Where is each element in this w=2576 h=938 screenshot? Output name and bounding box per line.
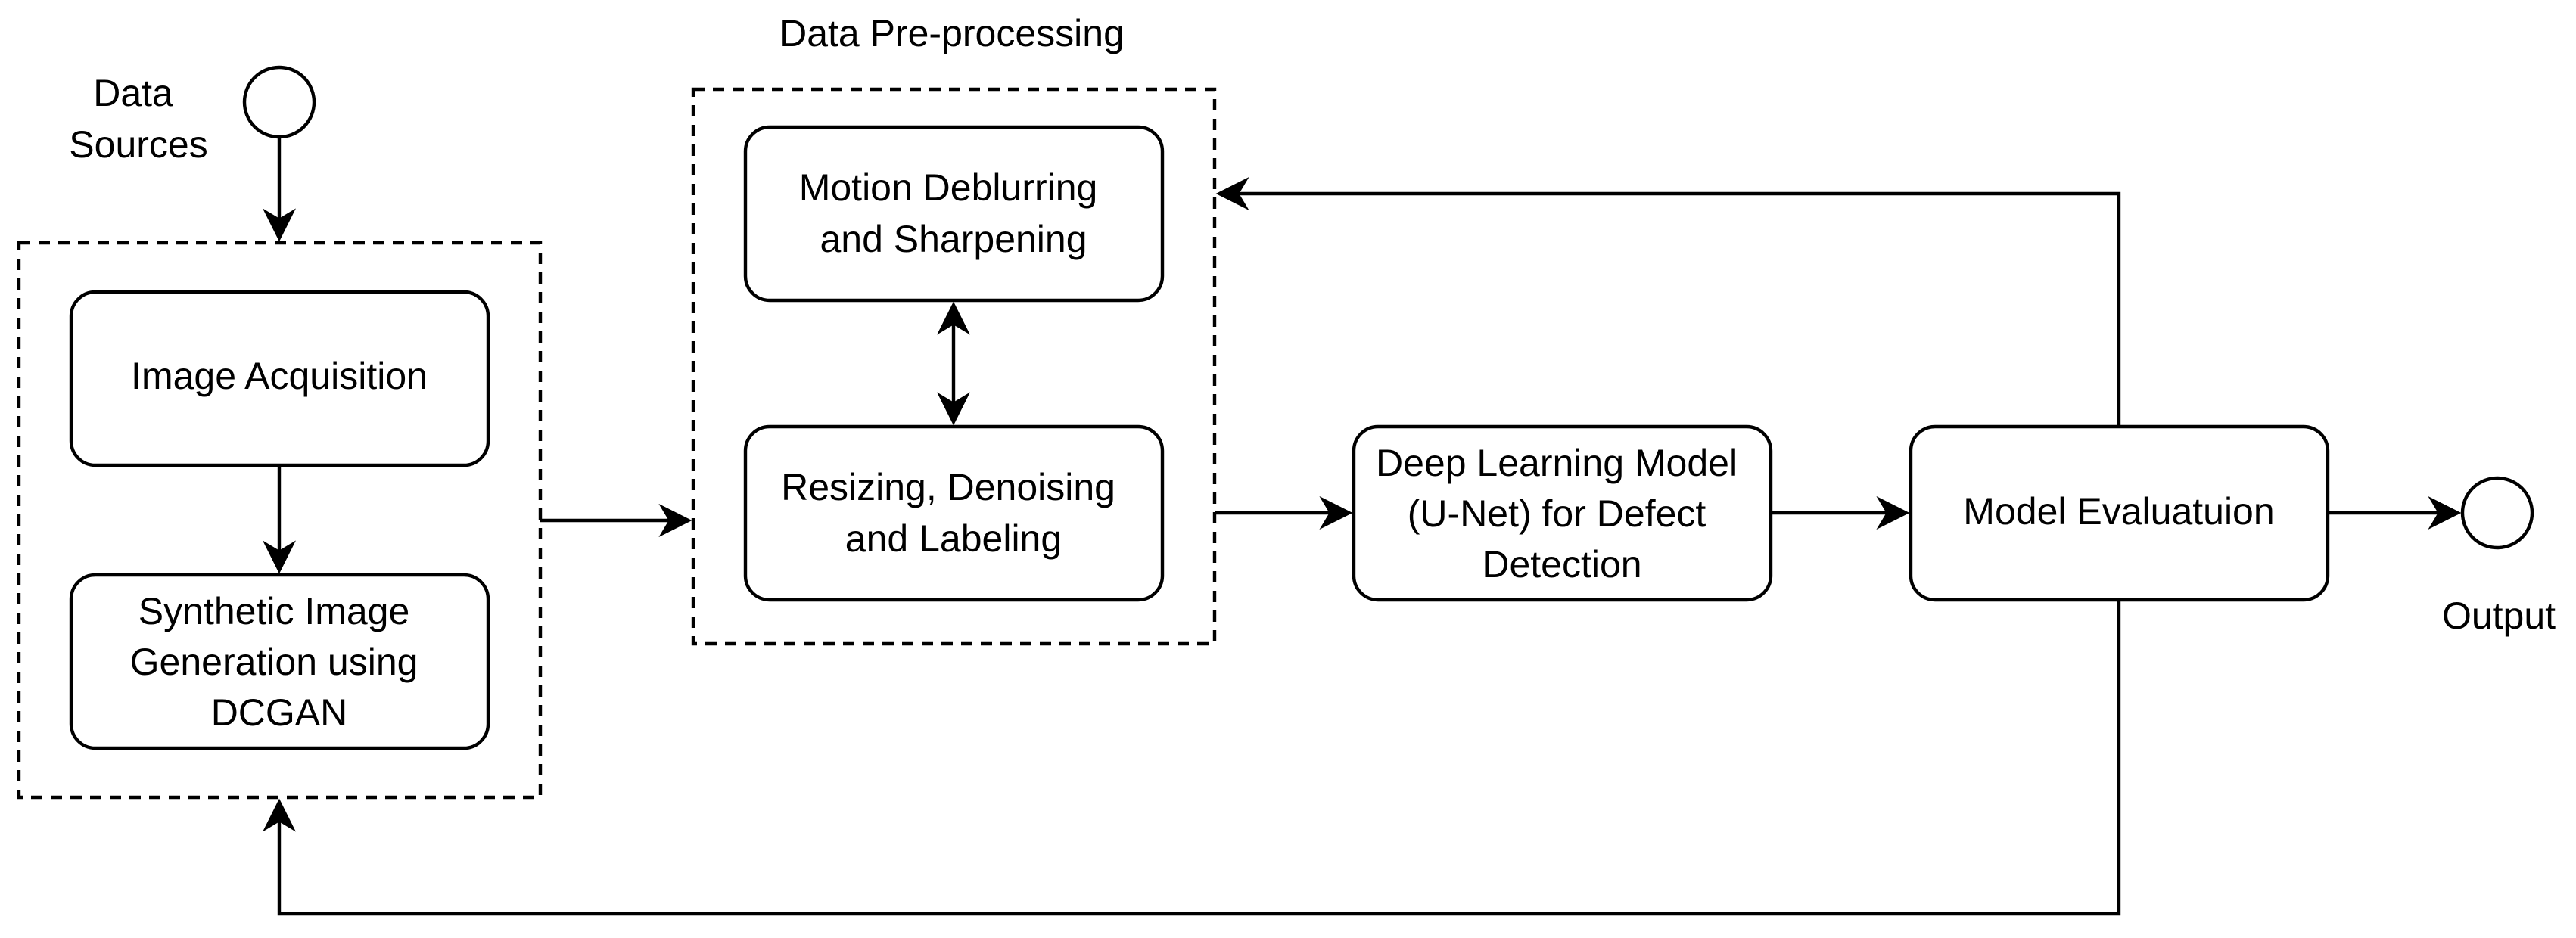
data-sources-start-node bbox=[242, 65, 316, 139]
resizing-denoising-labeling-node: Resizing, Denoising and Labeling bbox=[743, 424, 1165, 602]
image-acquisition-node: Image Acquisition bbox=[69, 290, 490, 467]
synthetic-image-generation-text: Synthetic Image Generation using DCGAN bbox=[130, 590, 429, 734]
edge-evaluation-feedback-to-pre-processing bbox=[1215, 177, 2121, 427]
model-evaluation-text: Model Evaluatuion bbox=[1963, 490, 2274, 533]
data-acquisition-group bbox=[17, 241, 543, 800]
model-evaluation-node: Model Evaluatuion bbox=[1909, 424, 2330, 602]
output-label: Output bbox=[2442, 595, 2556, 637]
deep-learning-model-text: Deep Learning Model (U-Net) for Defect D… bbox=[1376, 442, 1748, 585]
data-sources-label: Data Sources bbox=[69, 72, 207, 166]
data-pre-processing-title: Data Pre-processing bbox=[779, 12, 1125, 54]
motion-deblurring-text: Motion Deblurring and Sharpening bbox=[799, 166, 1109, 260]
synthetic-image-generation-node: Synthetic Image Generation using DCGAN bbox=[69, 573, 490, 750]
data-pre-processing-group bbox=[691, 87, 1217, 646]
deep-learning-model-node: Deep Learning Model (U-Net) for Defect D… bbox=[1352, 424, 1773, 602]
motion-deblurring-node: Motion Deblurring and Sharpening bbox=[743, 125, 1165, 303]
output-end-node bbox=[2460, 476, 2534, 550]
image-acquisition-text: Image Acquisition bbox=[131, 355, 428, 397]
edge-evaluation-feedback-to-acquisition bbox=[263, 600, 2121, 916]
resizing-denoising-labeling-text: Resizing, Denoising and Labeling bbox=[781, 466, 1126, 560]
